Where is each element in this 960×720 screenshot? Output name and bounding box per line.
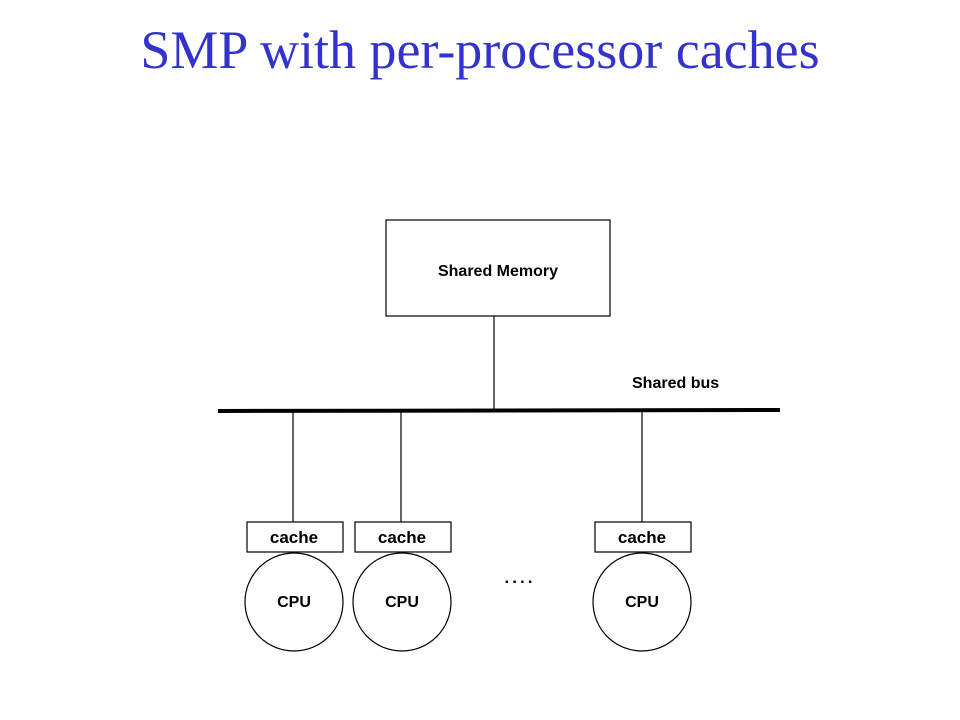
shared-memory-label: Shared Memory [438, 263, 558, 280]
cpu-circle [352, 552, 452, 652]
cpu-label: CPU [385, 594, 419, 611]
cache-label: cache [378, 528, 426, 547]
ellipsis-text: .... [505, 568, 536, 587]
cache-label: cache [618, 528, 666, 547]
shared-memory-box [385, 219, 611, 317]
cache-box [354, 521, 452, 553]
shared-bus-label: Shared bus [632, 375, 719, 392]
cpu-label: CPU [625, 594, 659, 611]
cpu-label: CPU [277, 594, 311, 611]
slide-title: SMP with per-processor caches [140, 20, 820, 80]
cpu-circle [244, 552, 344, 652]
cache-label: cache [270, 528, 318, 547]
cache-box [594, 521, 692, 553]
shared-bus-line [217, 408, 781, 413]
cache-box [246, 521, 344, 553]
cpu-circle [592, 552, 692, 652]
